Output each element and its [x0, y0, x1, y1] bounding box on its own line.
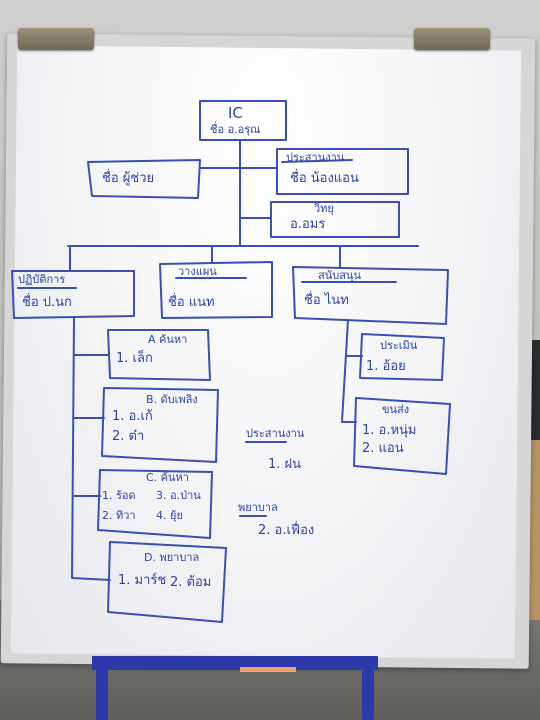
support-team-1-member-1: 1. อ้อย	[366, 359, 406, 374]
line-ops-trunk	[71, 317, 111, 581]
team-c-member-2: 2. ทิวา	[102, 509, 136, 522]
team-c-member-3: 3. อ.ป่าน	[156, 489, 201, 502]
underline-right-1	[281, 159, 353, 163]
note-1-title: ประสานงาน	[246, 427, 305, 440]
team-c-title: C. ค้นหา	[146, 471, 189, 484]
line-sections-drops	[69, 245, 341, 271]
team-c-member-1: 1. ร้อด	[102, 489, 136, 502]
box-team-b	[101, 387, 219, 463]
right-box-1-name: ชื่อ น้องแอน	[290, 171, 359, 186]
team-d-member-2: 2. ต้อม	[170, 575, 212, 590]
whiteboard-stand	[92, 656, 378, 670]
team-b-member-2: 2. ต๋า	[112, 429, 145, 444]
box-right-2	[270, 201, 400, 238]
box-support-2	[353, 397, 451, 475]
line-ic-branches	[199, 157, 277, 169]
right-box-2-name: อ.อมร	[290, 217, 326, 232]
box-team-d	[107, 541, 227, 623]
right-box-2-title: วิทยุ	[314, 202, 334, 215]
team-b-title: B. ดับเพลิง	[146, 393, 198, 406]
team-b-member-1: 1. อ.เก้	[112, 409, 153, 424]
stand-leg-right	[362, 664, 374, 720]
left-box-name: ชื่อ ผู้ช่วย	[102, 171, 155, 186]
section-plan-name: ชื่อ แนท	[168, 295, 215, 310]
section-ops-title: ปฏิบัติการ	[18, 273, 66, 286]
box-left	[87, 159, 201, 199]
box-right-1	[276, 148, 409, 195]
section-support-title: สนับสนุน	[318, 269, 361, 282]
team-d-member-1: 1. มาร์ช	[118, 573, 167, 588]
note-1-line: 1. ฝน	[268, 457, 302, 472]
support-team-2-title: ขนส่ง	[382, 403, 410, 416]
stand-leg-left	[96, 664, 108, 720]
underline-sections	[17, 277, 397, 289]
support-team-2-member-2: 2. แอน	[362, 441, 404, 456]
right-box-1-title: ประสานงาน	[286, 151, 345, 164]
eraser	[240, 667, 296, 672]
team-c-member-4: 4. ยุ้ย	[156, 509, 183, 522]
team-a-member-1: 1. เล็ก	[116, 351, 153, 366]
box-ops	[11, 270, 135, 319]
section-ops-name: ชื่อ ป.นก	[22, 295, 72, 310]
box-support-1	[359, 333, 445, 381]
box-plan	[159, 261, 273, 319]
team-a-title: A ค้นหา	[148, 333, 188, 346]
support-team-2-member-1: 1. อ.หนุ่ม	[362, 423, 417, 438]
line-support-trunk	[341, 319, 357, 423]
box-ic	[199, 100, 287, 141]
board-clip-right	[414, 28, 490, 50]
box-team-a	[107, 329, 211, 381]
section-support-name: ชื่อ ไนท	[304, 293, 349, 308]
ic-title: IC	[228, 104, 243, 122]
board-clip-left	[18, 28, 94, 50]
support-team-1-title: ประเมิน	[380, 339, 418, 352]
box-team-c	[97, 469, 213, 539]
section-plan-title: วางแผน	[178, 265, 217, 278]
note-2-line: 2. อ.เฟื่อง	[258, 523, 315, 538]
team-d-title: D. พยาบาล	[144, 551, 200, 564]
line-ops-branches	[73, 354, 109, 497]
note-2-title: พยาบาล	[238, 501, 278, 514]
ic-name: ชื่อ อ.อรุณ	[210, 123, 261, 136]
box-support	[292, 266, 449, 325]
